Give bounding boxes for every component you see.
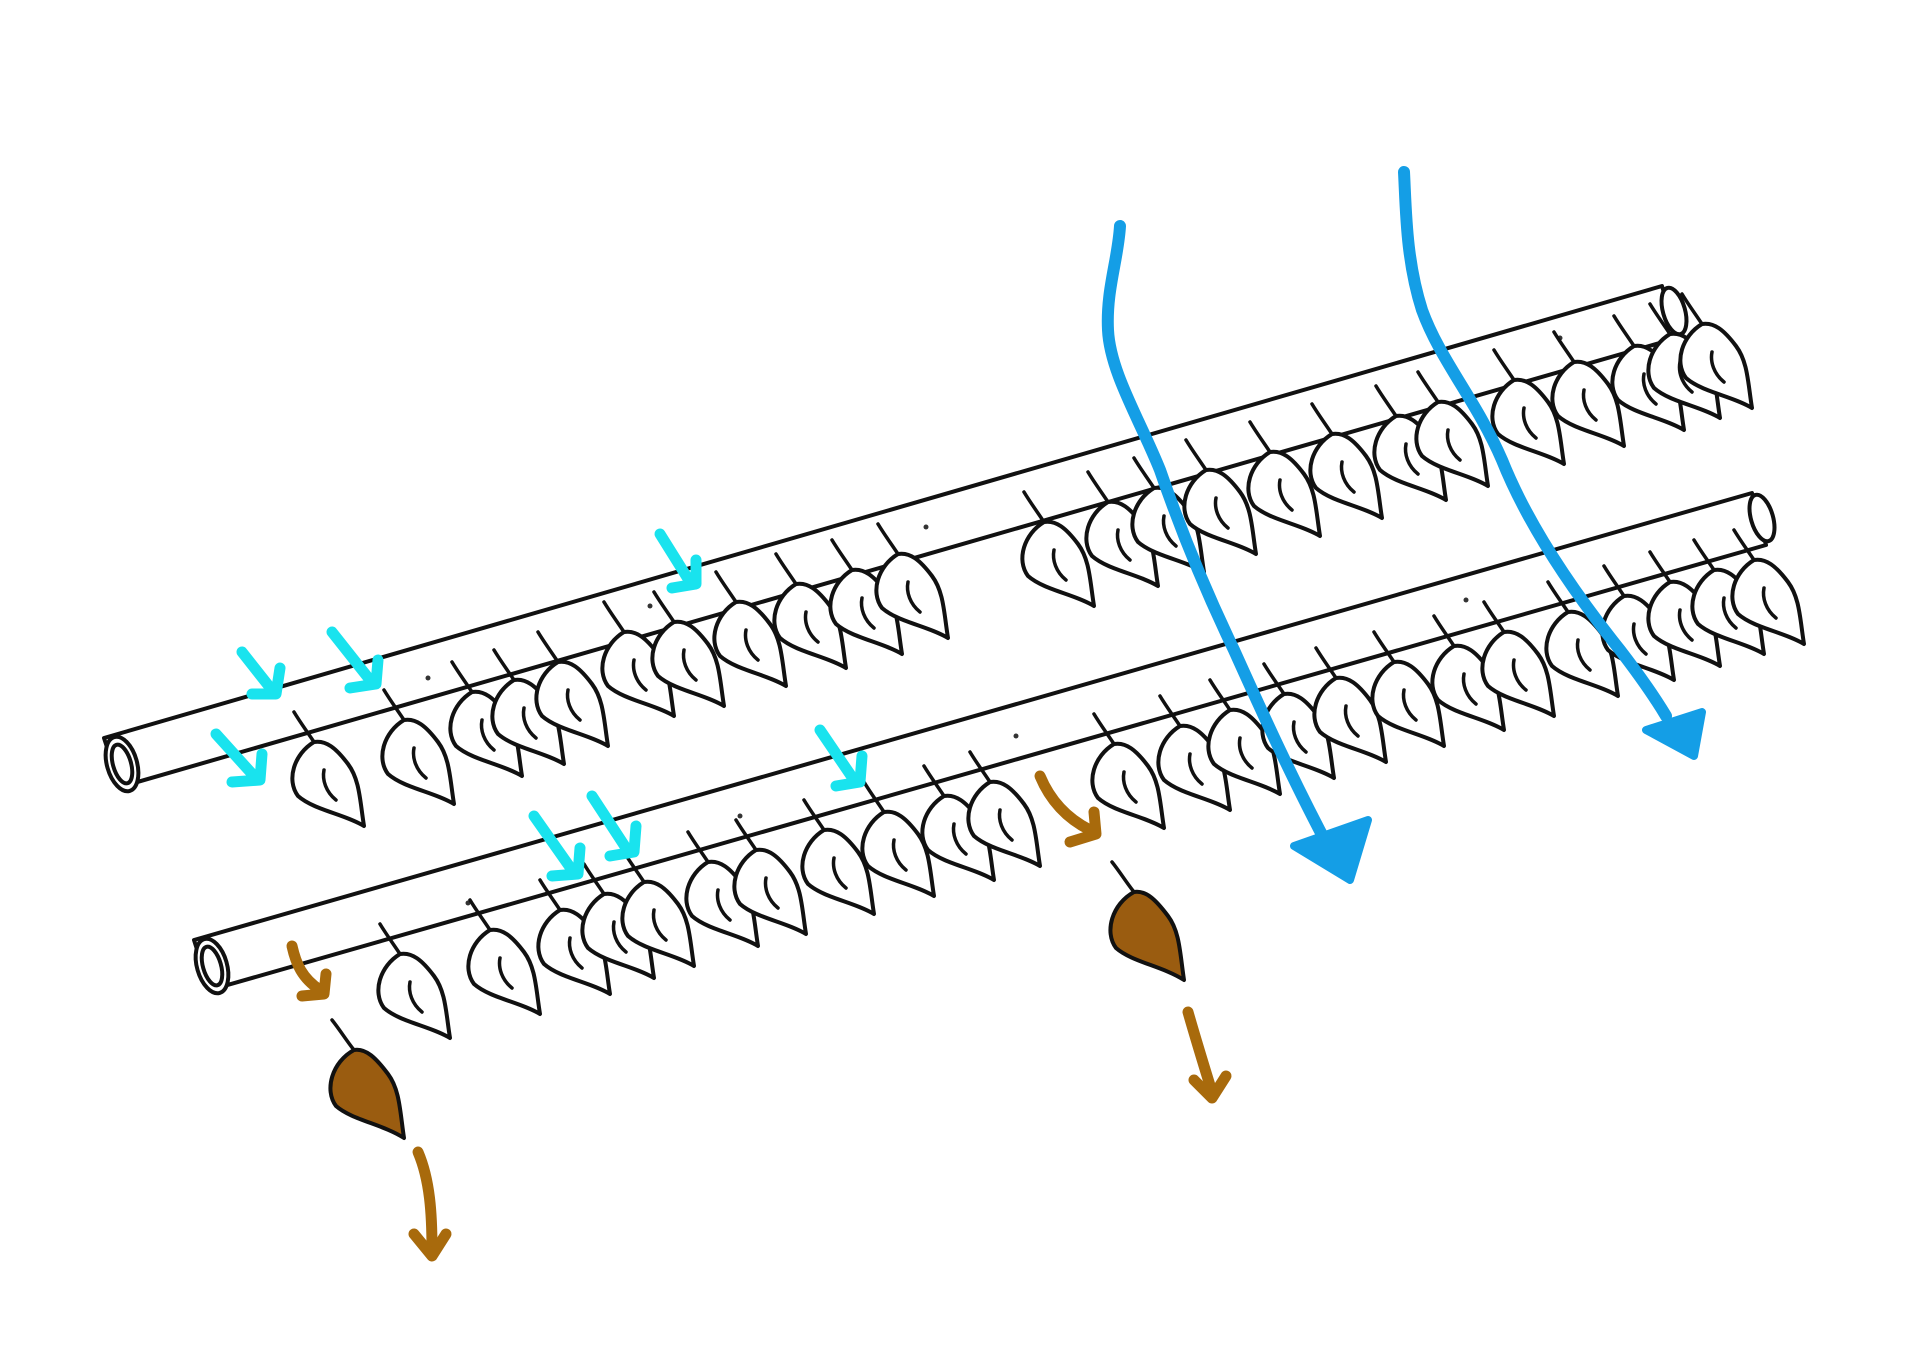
cyan-arrows — [210, 528, 868, 882]
blue-flow-arrow-icon — [1398, 166, 1706, 760]
brown-fall-arrow-icon — [286, 940, 332, 1002]
leaf-icon — [290, 710, 366, 828]
brown-fall-arrow-icon — [1034, 770, 1102, 848]
leaf-icon — [1090, 712, 1166, 830]
cyan-arrow-icon — [326, 626, 384, 694]
cyan-arrow-icon — [210, 728, 268, 788]
cyan-arrow-icon — [814, 724, 868, 792]
cyan-arrow-icon — [654, 528, 702, 594]
brown-fall-arrow-icon — [1182, 1006, 1232, 1104]
cyan-arrow-icon — [586, 790, 642, 862]
blue-flow-arrows — [1101, 166, 1706, 884]
brown-fall-arrows — [286, 770, 1232, 1262]
leaf-icon — [466, 898, 542, 1016]
fallen-leaf-icon — [328, 1018, 406, 1140]
fallen-leaf-icon — [1108, 860, 1186, 982]
brown-fall-arrow-icon — [408, 1146, 452, 1262]
leaf-icon — [380, 688, 456, 806]
cyan-arrow-icon — [528, 810, 586, 882]
cyan-arrow-icon — [236, 646, 286, 700]
blue-flow-arrow-icon — [1101, 220, 1372, 884]
leaf-icon — [376, 922, 452, 1040]
